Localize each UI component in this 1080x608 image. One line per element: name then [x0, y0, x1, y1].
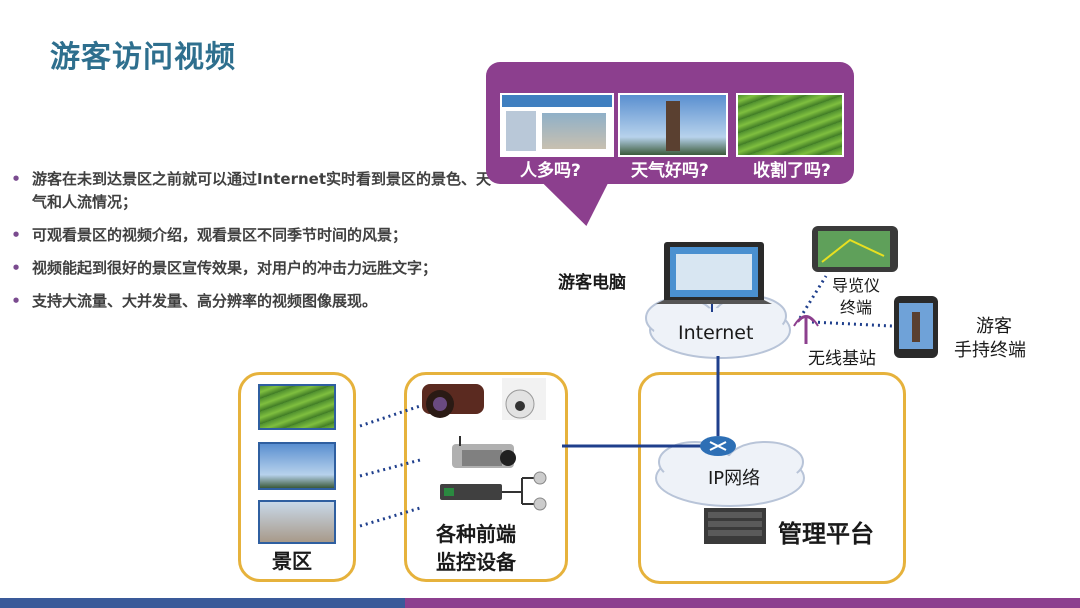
footer-bar-blue — [0, 598, 405, 608]
nav-terminal-icon — [812, 226, 898, 272]
bullet-camera-icon — [422, 384, 484, 418]
mgmt-platform-label: 管理平台 — [778, 520, 874, 548]
bullet-text: 游客在未到达景区之前就可以通过Internet实时看到景区的景色、天气和人流情况… — [32, 170, 492, 211]
handheld-terminal-icon — [894, 296, 938, 358]
wireless-station-label: 无线基站 — [808, 349, 876, 369]
website-thumbnail — [500, 93, 614, 157]
video-encoder-icon — [440, 471, 547, 511]
ip-network-label: IP网络 — [708, 468, 761, 489]
bullet-item: • 视频能起到很好的景区宣传效果，对用户的冲击力远胜文字； — [6, 257, 496, 280]
frontend-label: 各种前端 — [436, 522, 516, 546]
scenic-area-label: 景区 — [272, 549, 312, 573]
question-crowd: 人多吗? — [520, 161, 581, 181]
nav-terminal-label: 终端 — [840, 298, 873, 317]
bullet-item: • 可观看景区的视频介绍，观看景区不同季节时间的风景； — [6, 224, 496, 247]
bullet-dot: • — [11, 170, 21, 188]
feature-bullet-list: • 游客在未到达景区之前就可以通过Internet实时看到景区的景色、天气和人流情… — [6, 168, 496, 323]
box-camera-icon — [452, 436, 516, 468]
question-harvest: 收割了吗? — [753, 161, 831, 181]
footer-bar-purple — [405, 598, 1080, 608]
bullet-dot: • — [11, 259, 21, 277]
camera-feed-link — [359, 404, 421, 428]
pagoda-image — [258, 442, 336, 490]
visitor-pc-label: 游客电脑 — [558, 273, 626, 293]
wireless-antenna-icon — [793, 315, 819, 344]
terrace-thumbnail — [736, 93, 844, 157]
bullet-text: 支持大流量、大并发量、高分辨率的视频图像展现。 — [32, 292, 378, 310]
nav-terminal-label: 导览仪 — [832, 276, 881, 295]
internet-cloud — [645, 295, 791, 359]
dome-camera-icon — [502, 378, 546, 420]
town-image — [258, 500, 336, 544]
bullet-text: 可观看景区的视频介绍，观看景区不同季节时间的风景； — [32, 226, 408, 244]
pagoda-thumbnail — [618, 93, 728, 157]
camera-feed-link — [359, 458, 421, 478]
server-icon — [704, 508, 766, 544]
handheld-label: 手持终端 — [954, 340, 1026, 361]
ip-network-cloud — [655, 441, 805, 507]
camera-feed-link — [359, 506, 421, 528]
bullet-dot: • — [11, 292, 21, 310]
terrace-image — [258, 384, 336, 430]
handheld-label: 游客 — [976, 316, 1012, 337]
frontend-label: 监控设备 — [436, 550, 516, 574]
router-icon — [700, 436, 736, 456]
bullet-item: • 支持大流量、大并发量、高分辨率的视频图像展现。 — [6, 290, 496, 313]
laptop-icon — [656, 242, 772, 304]
internet-label: Internet — [678, 322, 754, 344]
wireless-to-nav-link — [798, 275, 828, 319]
page-title: 游客访问视频 — [50, 40, 236, 75]
bullet-dot: • — [11, 226, 21, 244]
bullet-item: • 游客在未到达景区之前就可以通过Internet实时看到景区的景色、天气和人流情… — [6, 168, 496, 214]
bullet-text: 视频能起到很好的景区宣传效果，对用户的冲击力远胜文字； — [32, 259, 438, 277]
question-weather: 天气好吗? — [631, 161, 709, 181]
wireless-to-handheld-link — [811, 320, 893, 328]
